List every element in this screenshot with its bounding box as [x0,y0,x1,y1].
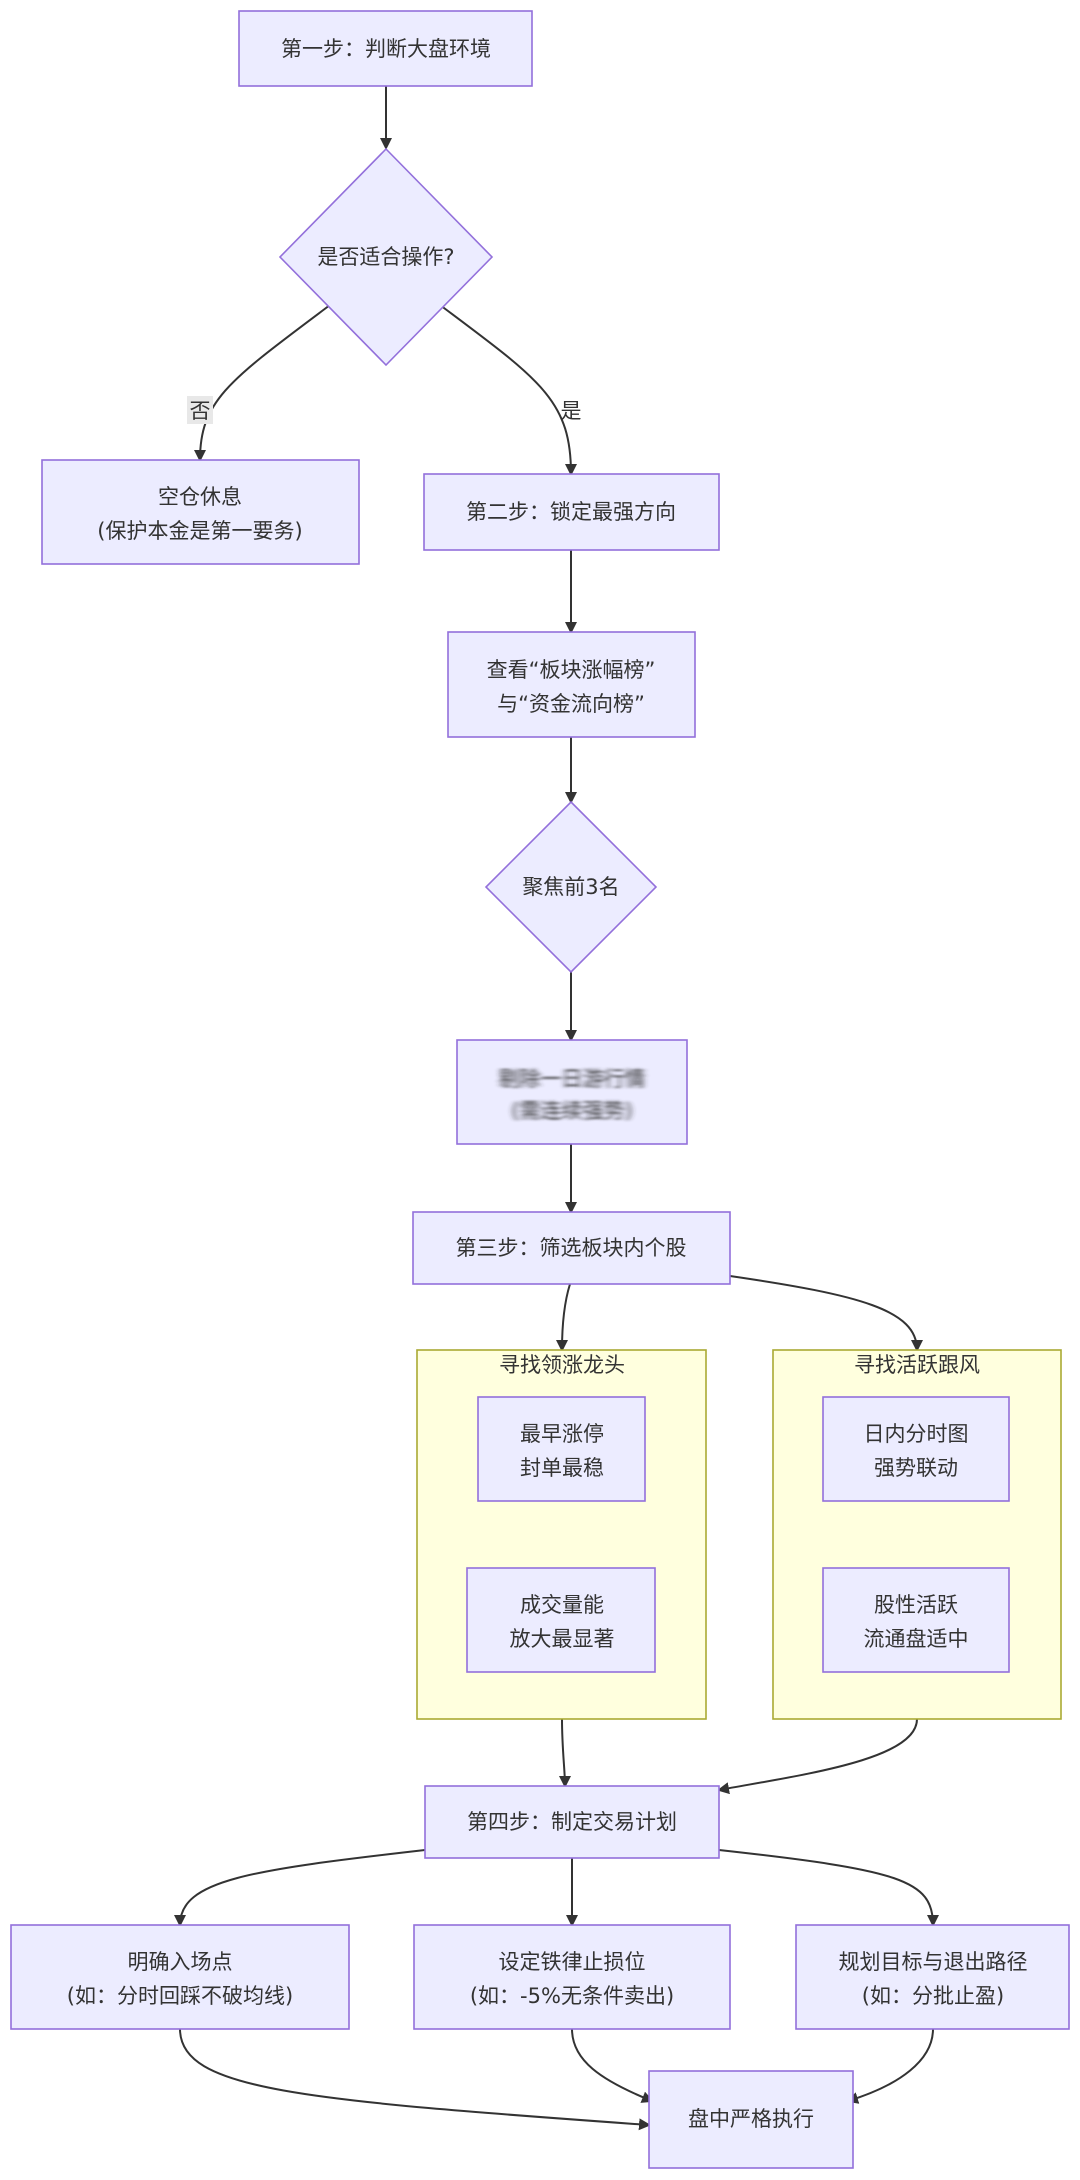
svg-text:(如：-5%无条件卖出): (如：-5%无条件卖出) [470,1984,674,2008]
edge-step3-leader [556,1283,571,1352]
node-entry: 明确入场点 (如：分时回踩不破均线) [10,1924,350,2030]
edge-label-no: 否 [187,396,213,424]
svg-text:第二步：锁定最强方向: 第二步：锁定最强方向 [466,500,676,524]
cluster-follower: 寻找活跃跟风 日内分时图 强势联动 股性活跃 流通盘适中 [772,1349,1062,1720]
svg-text:(如：分批止盈): (如：分批止盈) [862,1984,1004,2008]
svg-text:是否适合操作?: 是否适合操作? [317,245,454,269]
svg-text:寻找领涨龙头: 寻找领涨龙头 [499,1353,625,1377]
svg-text:流通盘适中: 流通盘适中 [864,1627,969,1651]
node-step4: 第四步：制定交易计划 [424,1785,720,1859]
svg-text:(保护本金是第一要务): (保护本金是第一要务) [97,519,302,543]
svg-text:是: 是 [561,399,582,423]
node-step2: 第二步：锁定最强方向 [423,473,720,551]
svg-text:明确入场点: 明确入场点 [128,1950,233,1974]
edge-step4-target [718,1849,939,1927]
edge-step4-entry [174,1849,426,1927]
svg-text:(需连续强势): (需连续强势) [511,1099,632,1123]
svg-text:查看“板块涨幅榜”: 查看“板块涨幅榜” [487,658,656,682]
svg-text:第一步：判断大盘环境: 第一步：判断大盘环境 [281,37,491,61]
svg-text:封单最稳: 封单最稳 [520,1456,604,1480]
edge-stop-execute [571,2028,654,2103]
node-step1: 第一步：判断大盘环境 [238,10,533,87]
svg-text:最早涨停: 最早涨停 [520,1422,604,1446]
svg-text:第四步：制定交易计划: 第四步：制定交易计划 [467,1810,677,1834]
edge-follower-step4 [717,1718,918,1795]
svg-text:(如：分时回踩不破均线): (如：分时回踩不破均线) [67,1984,293,2008]
svg-text:盘中严格执行: 盘中严格执行 [688,2107,814,2131]
edges [174,86,939,2131]
svg-text:寻找活跃跟风: 寻找活跃跟风 [854,1353,980,1377]
svg-text:强势联动: 强势联动 [874,1456,958,1480]
svg-text:否: 否 [190,399,211,423]
svg-text:设定铁律止损位: 设定铁律止损位 [499,1950,646,1974]
edge-decision-step2 [439,304,577,476]
svg-text:股性活跃: 股性活跃 [874,1593,958,1617]
node-step3: 第三步：筛选板块内个股 [412,1211,731,1285]
edge-target-execute [846,2028,934,2104]
edge-leader-step4 [558,1718,571,1788]
svg-text:日内分时图: 日内分时图 [864,1422,969,1446]
edge-entry-execute [179,2028,651,2131]
svg-text:第三步：筛选板块内个股: 第三步：筛选板块内个股 [456,1236,687,1260]
svg-text:规划目标与退出路径: 规划目标与退出路径 [839,1950,1028,1974]
svg-text:成交量能: 成交量能 [520,1593,604,1617]
svg-text:空仓休息: 空仓休息 [158,485,242,509]
svg-text:放大最显著: 放大最显著 [510,1627,615,1651]
node-target: 规划目标与退出路径 (如：分批止盈) [795,1924,1070,2030]
edge-step3-follower [729,1275,923,1352]
node-execute: 盘中严格执行 [648,2070,854,2169]
node-check: 查看“板块涨幅榜” 与“资金流向榜” [447,631,696,738]
cluster-leader: 寻找领涨龙头 最早涨停 封单最稳 成交量能 放大最显著 [416,1349,707,1720]
svg-text:与“资金流向榜”: 与“资金流向榜” [497,692,645,716]
node-stop: 设定铁律止损位 (如：-5%无条件卖出) [413,1924,731,2030]
node-focus: 聚焦前3名 [484,800,658,974]
svg-text:剔除一日游行情: 剔除一日游行情 [499,1067,646,1091]
node-filter: 剔除一日游行情 (需连续强势) [456,1039,688,1145]
edge-label-yes: 是 [561,399,582,423]
edge-decision-rest [194,304,331,462]
node-rest: 空仓休息 (保护本金是第一要务) [41,459,360,565]
node-decision: 是否适合操作? [278,147,494,367]
svg-text:聚焦前3名: 聚焦前3名 [522,875,619,899]
